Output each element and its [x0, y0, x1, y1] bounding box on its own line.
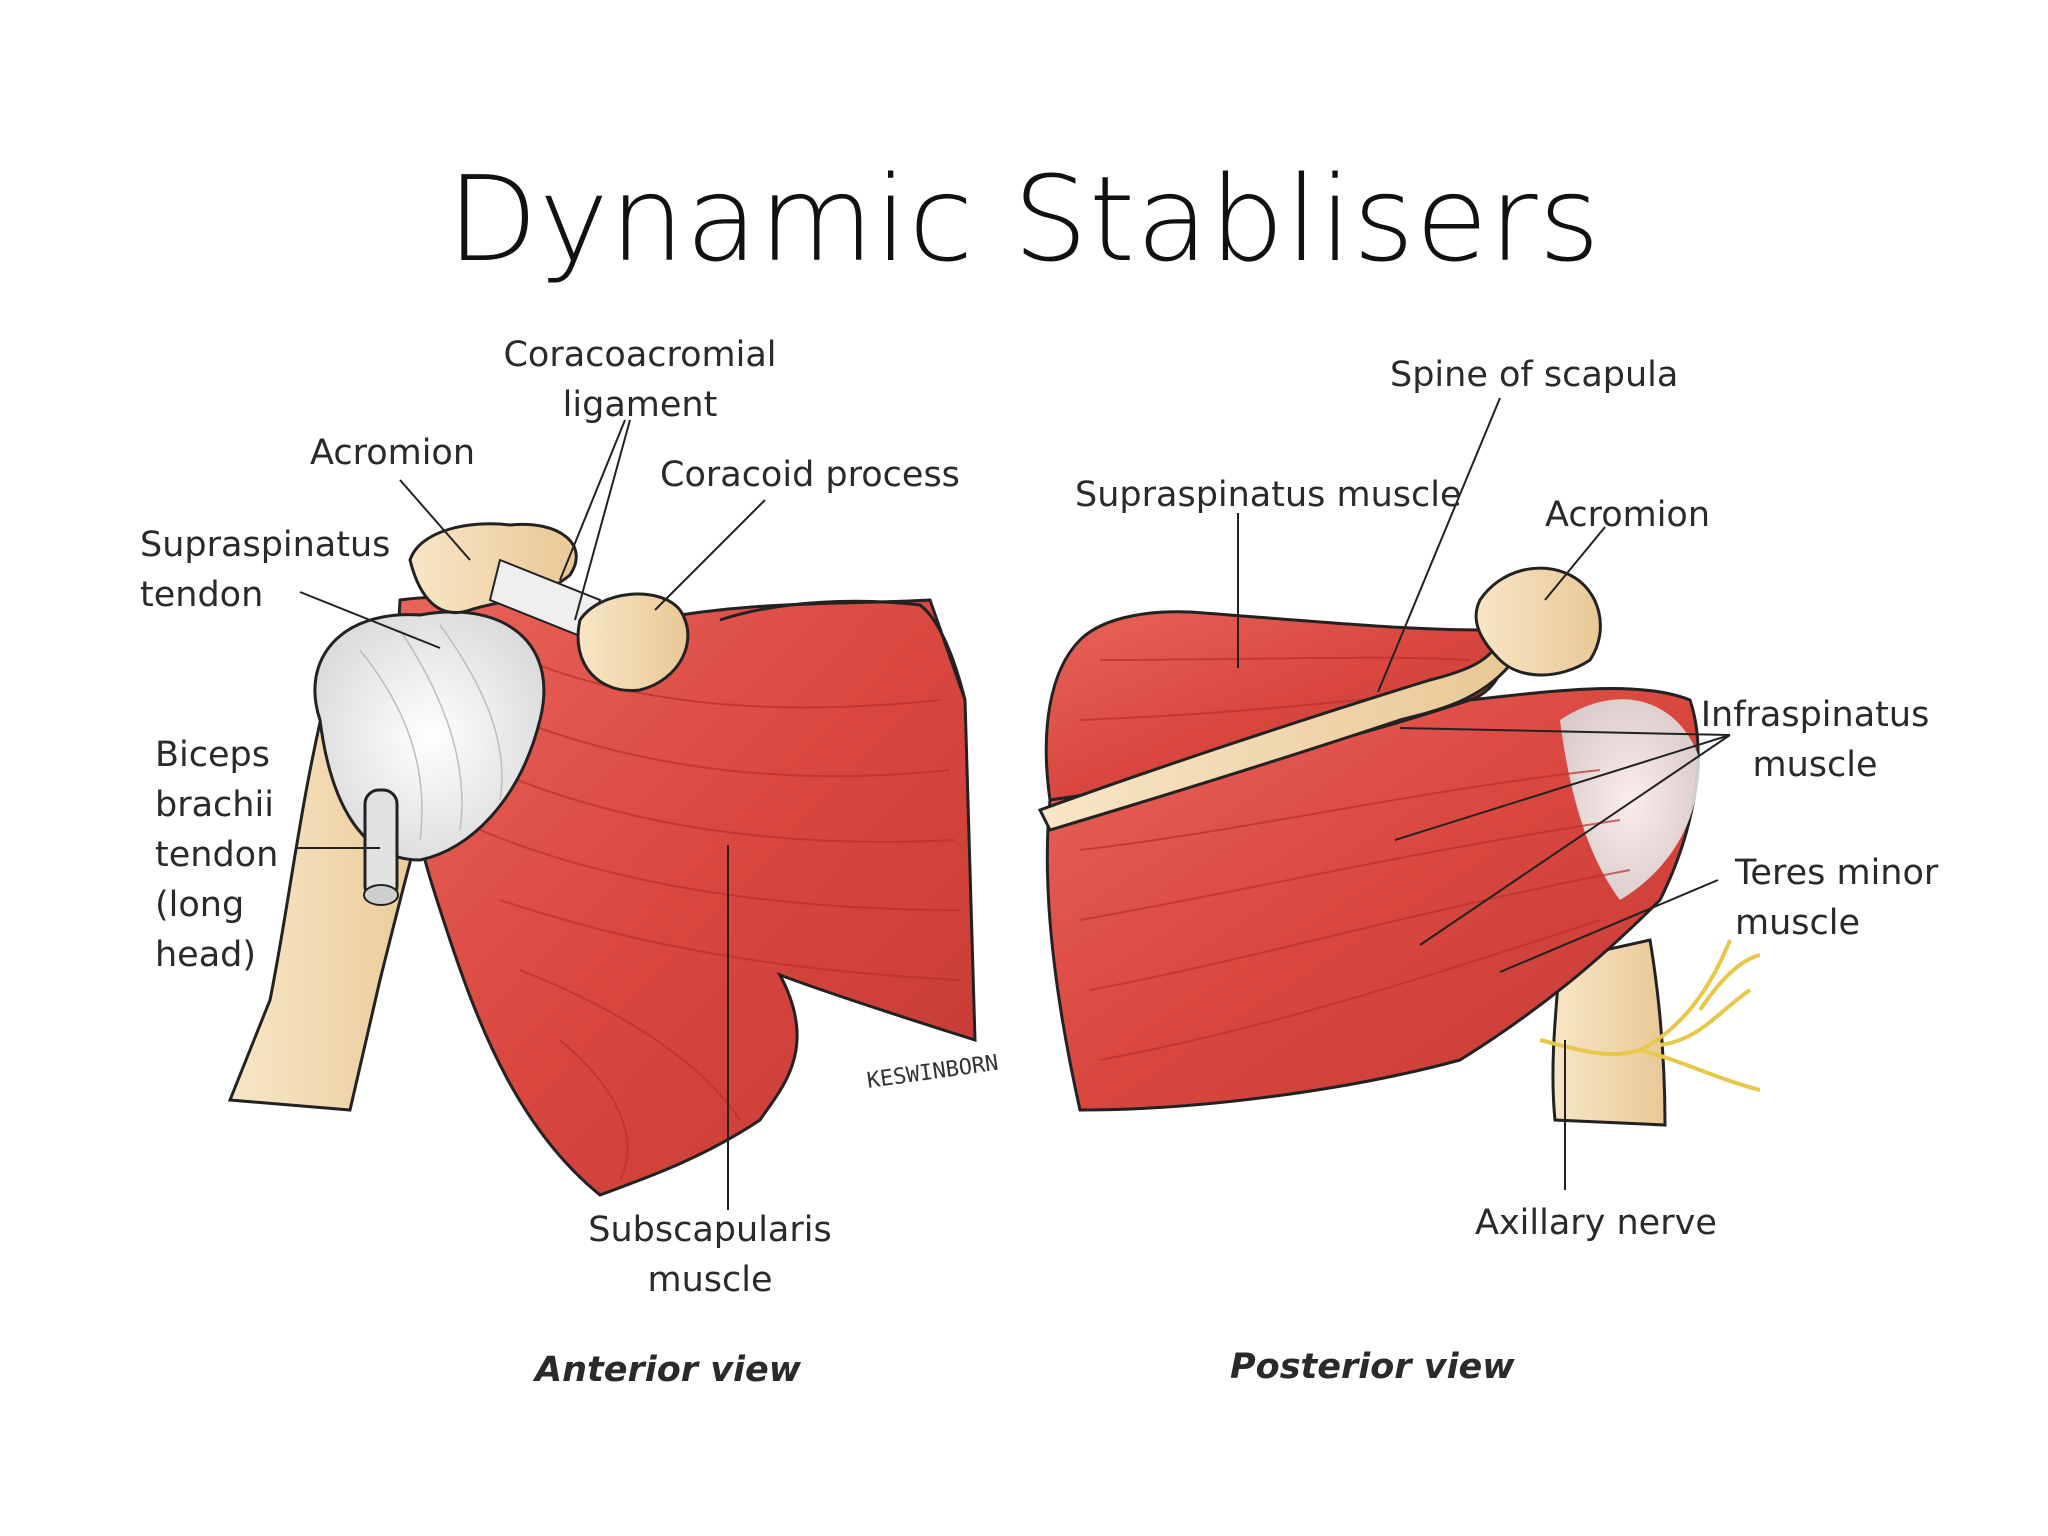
label-coracoid-process: Coracoid process: [660, 455, 960, 495]
label-acromion-anterior: Acromion: [310, 433, 476, 473]
slide-title: Dynamic Stablisers: [447, 150, 1601, 288]
axillary-nerve-shape: [1539, 939, 1761, 1092]
caption-anterior-view: Anterior view: [535, 1350, 802, 1390]
label-supraspinatus-tendon: Supraspinatus tendon: [140, 525, 391, 615]
label-supraspinatus-muscle: Supraspinatus muscle: [1075, 475, 1462, 515]
label-teres-minor-muscle: Teres minor muscle: [1735, 853, 1939, 943]
posterior-leader-lines: [1237, 397, 1731, 1190]
label-axillary-nerve: Axillary nerve: [1475, 1203, 1717, 1243]
caption-posterior-view: Posterior view: [1230, 1347, 1515, 1387]
artist-signature: KESWINBORN: [865, 1051, 1000, 1094]
label-spine-of-scapula: Spine of scapula: [1390, 355, 1679, 395]
coracoid-process-shape: [576, 592, 690, 693]
posterior-humerus: [1551, 938, 1667, 1127]
posterior-diagram: [1037, 397, 1761, 1190]
label-biceps-brachii-tendon: Biceps brachii tendon (long head): [155, 735, 279, 975]
label-infraspinatus-muscle: Infraspinatus muscle: [1700, 695, 1930, 785]
label-acromion-posterior: Acromion: [1545, 495, 1711, 535]
biceps-tendon-shape: [363, 788, 399, 902]
label-coracoacromial-ligament: Coracoacromial ligament: [503, 335, 777, 425]
subscapularis-shape: [396, 595, 977, 1197]
posterior-acromion-shape: [1474, 566, 1602, 677]
anterior-diagram: KESWINBORN: [227, 419, 1000, 1210]
label-subscapularis-muscle: Subscapularis muscle: [588, 1210, 832, 1300]
anterior-leader-lines: [295, 419, 766, 1210]
